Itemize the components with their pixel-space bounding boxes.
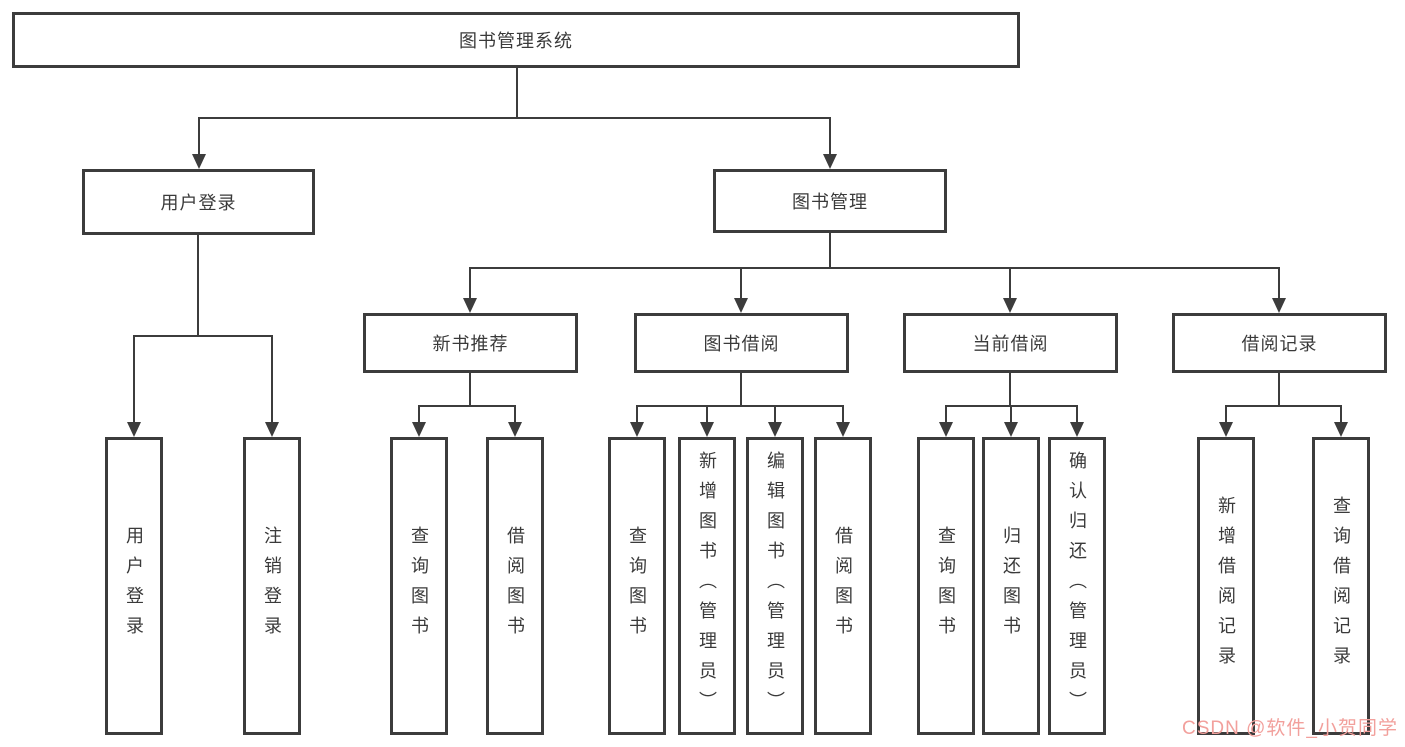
node-current-borrowing: 当前借阅: [903, 313, 1118, 373]
connector-line: [133, 336, 135, 424]
leaf-query-books-current: 查询图书: [917, 437, 975, 735]
connector-line: [1225, 405, 1342, 407]
connector-line: [1278, 268, 1280, 300]
connector-line: [516, 68, 518, 118]
arrowhead-icon: [768, 422, 782, 437]
connector-line: [1009, 373, 1011, 407]
connector-line: [133, 335, 273, 337]
connector-line: [636, 406, 638, 424]
leaf-label: 借阅图书: [505, 526, 525, 646]
leaf-label: 借阅图书: [833, 526, 853, 646]
connector-line: [469, 268, 471, 300]
leaf-add-borrow-record: 新增借阅记录: [1197, 437, 1255, 735]
arrowhead-icon: [939, 422, 953, 437]
leaf-label: 查询借阅记录: [1331, 496, 1351, 676]
leaf-label: 编辑图书（管理员）: [765, 451, 785, 721]
arrowhead-icon: [1334, 422, 1348, 437]
leaf-label: 新增图书（管理员）: [697, 451, 717, 721]
connector-line: [418, 405, 516, 407]
arrowhead-icon: [192, 154, 206, 169]
connector-line: [1225, 406, 1227, 424]
connector-line: [829, 118, 831, 156]
arrowhead-icon: [836, 422, 850, 437]
leaf-label: 新增借阅记录: [1216, 496, 1236, 676]
arrowhead-icon: [1003, 298, 1017, 313]
leaf-add-books-admin: 新增图书（管理员）: [678, 437, 736, 735]
leaf-edit-books-admin: 编辑图书（管理员）: [746, 437, 804, 735]
connector-line: [1278, 373, 1280, 407]
arrowhead-icon: [1219, 422, 1233, 437]
connector-line: [197, 235, 199, 337]
connector-line: [469, 267, 1280, 269]
watermark: CSDN @软件_小贺同学: [1182, 718, 1398, 739]
arrowhead-icon: [700, 422, 714, 437]
connector-line: [469, 373, 471, 407]
connector-line: [829, 233, 831, 269]
node-book-borrowing: 图书借阅: [634, 313, 849, 373]
connector-line: [774, 406, 776, 424]
leaf-label: 查询图书: [627, 526, 647, 646]
connector-line: [740, 268, 742, 300]
arrowhead-icon: [412, 422, 426, 437]
connector-line: [842, 406, 844, 424]
connector-line: [1009, 268, 1011, 300]
leaf-label: 查询图书: [409, 526, 429, 646]
leaf-confirm-return-admin: 确认归还（管理员）: [1048, 437, 1106, 735]
node-borrowing-records: 借阅记录: [1172, 313, 1387, 373]
leaf-logout: 注销登录: [243, 437, 301, 735]
leaf-label: 注销登录: [262, 526, 282, 646]
connector-line: [418, 406, 420, 424]
connector-line: [945, 405, 1078, 407]
leaf-user-login: 用户登录: [105, 437, 163, 735]
leaf-borrow-books-borrowing: 借阅图书: [814, 437, 872, 735]
leaf-label: 确认归还（管理员）: [1067, 451, 1087, 721]
connector-line: [1010, 406, 1012, 424]
leaf-label: 归还图书: [1001, 526, 1021, 646]
connector-line: [945, 406, 947, 424]
connector-line: [198, 118, 200, 156]
connector-line: [636, 405, 844, 407]
connector-line: [271, 336, 273, 424]
connector-line: [1340, 406, 1342, 424]
leaf-label: 查询图书: [936, 526, 956, 646]
arrowhead-icon: [1070, 422, 1084, 437]
arrowhead-icon: [508, 422, 522, 437]
arrowhead-icon: [127, 422, 141, 437]
arrowhead-icon: [823, 154, 837, 169]
connector-line: [1076, 406, 1078, 424]
arrowhead-icon: [463, 298, 477, 313]
arrowhead-icon: [630, 422, 644, 437]
leaf-query-books-recommend: 查询图书: [390, 437, 448, 735]
node-root: 图书管理系统: [12, 12, 1020, 68]
node-book-management: 图书管理: [713, 169, 947, 233]
connector-line: [740, 373, 742, 407]
node-new-book-recommendation: 新书推荐: [363, 313, 578, 373]
leaf-query-books-borrowing: 查询图书: [608, 437, 666, 735]
arrowhead-icon: [1272, 298, 1286, 313]
arrowhead-icon: [734, 298, 748, 313]
leaf-label: 用户登录: [124, 526, 144, 646]
connector-line: [706, 406, 708, 424]
leaf-return-books: 归还图书: [982, 437, 1040, 735]
arrowhead-icon: [265, 422, 279, 437]
connector-line: [514, 406, 516, 424]
leaf-borrow-books-recommend: 借阅图书: [486, 437, 544, 735]
arrowhead-icon: [1004, 422, 1018, 437]
leaf-query-borrow-record: 查询借阅记录: [1312, 437, 1370, 735]
node-user-login: 用户登录: [82, 169, 315, 235]
connector-line: [198, 117, 831, 119]
